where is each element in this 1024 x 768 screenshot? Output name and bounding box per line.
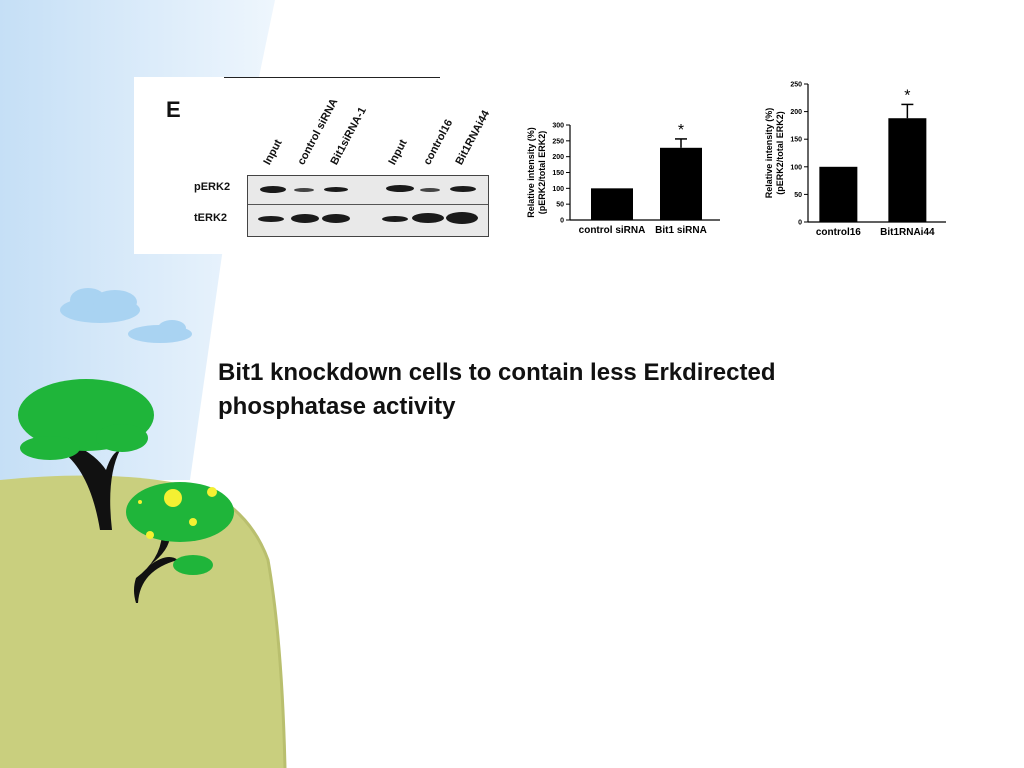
tree-small [126,482,234,603]
slide-caption: Bit1 knockdown cells to contain less Erk… [218,359,776,420]
y-axis-label: Relative intensity (%) [526,127,536,218]
tree-large [18,379,154,530]
bar [888,118,927,222]
y-tick-label: 0 [798,220,802,227]
bar [591,188,633,220]
lane-label: control16 [421,117,456,167]
category-label: control16 [816,227,861,238]
y-axis-label: (pERK2/total ERK2) [775,111,785,195]
blot-band [324,187,348,192]
blot-band [322,214,350,223]
lane-label: Input [261,137,285,167]
y-tick-label: 100 [552,186,564,193]
y-tick-label: 150 [552,170,564,177]
figure-top-rule [224,77,440,78]
category-label: Bit1RNAi44 [880,227,935,238]
lane-label: Bit1RNAi44 [453,108,493,167]
significance-marker: * [678,122,684,139]
hill [0,475,285,768]
bar [819,166,858,222]
y-tick-label: 50 [556,202,564,209]
significance-marker: * [904,87,910,104]
blot-band [260,186,286,193]
blot-band [258,216,284,222]
blot-band [446,212,478,224]
western-blot [247,175,489,237]
y-tick-label: 200 [552,154,564,161]
y-tick-label: 0 [560,218,564,225]
y-axis-label: (pERK2/total ERK2) [537,131,547,215]
blot-divider [248,204,488,205]
y-tick-label: 250 [790,82,802,89]
y-tick-label: 100 [790,164,802,171]
category-label: Bit1 siRNA [655,225,707,236]
blot-band [450,186,476,192]
y-axis-label: Relative intensity (%) [764,108,774,199]
figure-panel: E Input control siRNA Bit1siRNA-1 Input … [134,77,956,254]
cloud [60,288,192,343]
blot-band [382,216,408,222]
y-tick-label: 250 [552,138,564,145]
blot-band [294,188,314,192]
row-label-terk2: tERK2 [194,212,228,224]
bar [660,147,702,220]
blot-band [386,185,414,192]
y-tick-label: 300 [552,123,564,130]
y-tick-label: 50 [794,192,802,199]
y-tick-label: 200 [790,109,802,116]
blot-band [420,188,440,192]
blot-band [291,214,319,223]
panel-letter: E [166,97,181,122]
y-tick-label: 150 [790,137,802,144]
lane-label: Bit1siRNA-1 [328,105,369,167]
lane-label: Input [386,137,410,167]
blot-band [412,213,444,223]
category-label: control siRNA [579,225,646,236]
row-label-perk2: pERK2 [194,181,231,193]
